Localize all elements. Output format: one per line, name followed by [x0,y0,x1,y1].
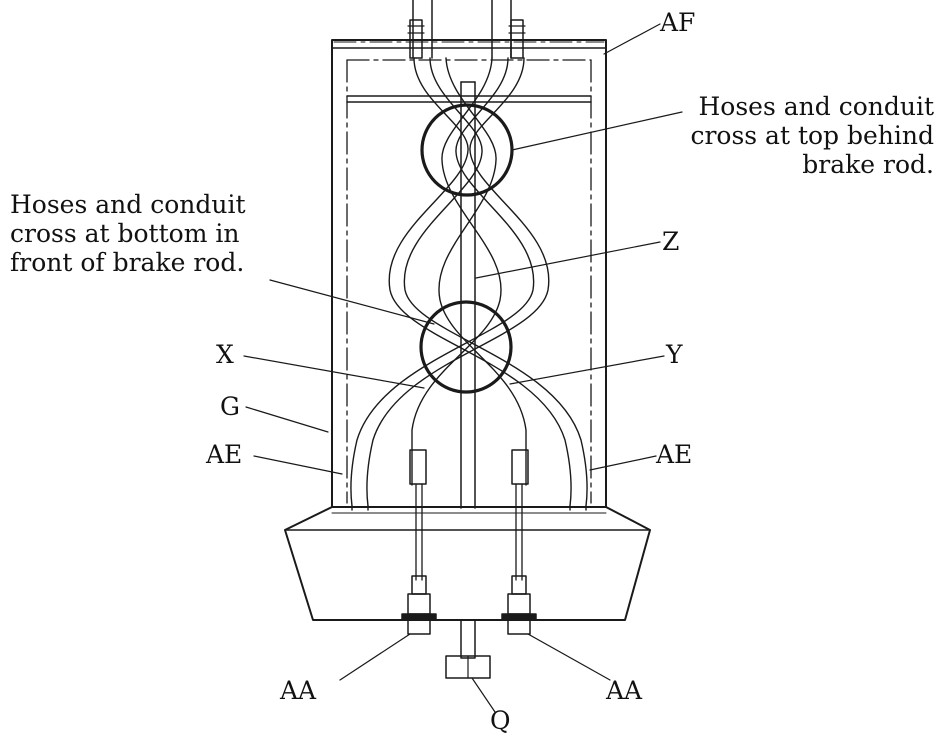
fitting-aa-right [501,575,537,635]
base-housing [284,506,651,621]
label-aa-left: AA [280,676,317,705]
note-bottom-line-1: Hoses and conduit [10,190,246,219]
note-bottom-line-3: front of brake rod. [10,248,245,277]
label-af: AF [660,8,696,37]
conduit-left [411,57,502,486]
leader-lines [243,23,683,713]
conduit-end-right [511,449,529,485]
note-top-line-1: Hoses and conduit [698,92,934,121]
top-pipe-right [491,0,512,59]
label-z: Z [662,227,680,256]
bottom-cross-circle [419,300,513,394]
top-fitting-right [510,19,524,59]
label-y: Y [666,340,683,369]
brake-rod-end-q [445,619,491,679]
label-x: X [216,340,234,369]
label-g: G [220,392,240,421]
note-top-line-2: cross at top behind [690,121,934,150]
note-top-line-3: brake rod. [802,150,934,179]
note-bottom-line-2: cross at bottom in [10,219,240,248]
fitting-aa-left [401,575,437,635]
note-bottom-cross: Hoses and conduit cross at bottom in fro… [10,190,246,277]
label-aa-right: AA [606,676,643,705]
label-ae-right: AE [656,440,693,469]
hose-y [366,57,550,507]
top-pipe-left [412,0,433,59]
conduit-end-left [409,449,427,485]
enclosure-box [331,39,607,508]
note-top-cross: Hoses and conduit cross at top behind br… [666,92,934,179]
label-ae-left: AE [206,440,243,469]
top-fitting-left [409,19,423,59]
hose-x [388,57,572,507]
top-cross-circle [420,103,514,197]
label-q: Q [490,706,511,735]
